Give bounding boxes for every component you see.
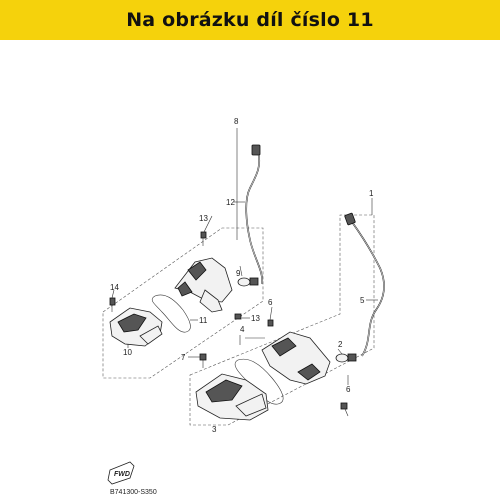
callout-5: 5: [360, 296, 365, 305]
screw-13-upper: [200, 231, 207, 246]
drawing-code: B741300-S350: [110, 489, 157, 496]
callout-9: 9: [236, 269, 241, 278]
left-lens: [109, 307, 163, 347]
svg-text:FWD: FWD: [114, 471, 130, 478]
leader-lines: [111, 128, 378, 417]
screw-14: [109, 297, 116, 312]
screw-7: [199, 353, 207, 368]
seal-ring-right: [234, 358, 284, 405]
right-lens: [195, 373, 269, 421]
screw-6-lower: [340, 402, 348, 410]
callout-1: 1: [369, 189, 374, 198]
callout-4: 4: [240, 325, 245, 334]
callout-6-lower: 6: [346, 385, 351, 394]
left-assembly-frame: [102, 227, 264, 379]
callout-12: 12: [226, 198, 235, 207]
callout-14: 14: [110, 283, 119, 292]
socket-9: [237, 277, 259, 287]
parts-diagram: 8 12 13 9 14 11 13 10 1 5 6 4 2 7 6 3 FW…: [102, 117, 385, 496]
right-assembly-frame: [189, 214, 375, 426]
wire-harness-5: [344, 212, 385, 357]
callout-10: 10: [123, 348, 132, 357]
callout-13-lower: 13: [251, 314, 260, 323]
callout-11: 11: [199, 316, 208, 325]
callout-7: 7: [181, 353, 186, 362]
callout-13-upper: 13: [199, 214, 208, 223]
callout-2: 2: [338, 340, 343, 349]
right-upper-housing: [261, 331, 331, 385]
callout-3: 3: [212, 425, 217, 434]
seal-ring-left: [151, 294, 191, 333]
socket-2: [335, 353, 357, 363]
screw-13-lower: [234, 313, 242, 320]
wire-harness-12: [245, 144, 264, 285]
fwd-arrow-icon: FWD: [107, 461, 135, 485]
left-upper-housing: [174, 257, 233, 313]
screw-6-upper: [267, 319, 274, 327]
callout-8: 8: [234, 117, 239, 126]
title-banner: Na obrázku díl číslo 11: [0, 0, 500, 40]
banner-title: Na obrázku díl číslo 11: [126, 9, 374, 31]
callout-6-upper: 6: [268, 298, 273, 307]
